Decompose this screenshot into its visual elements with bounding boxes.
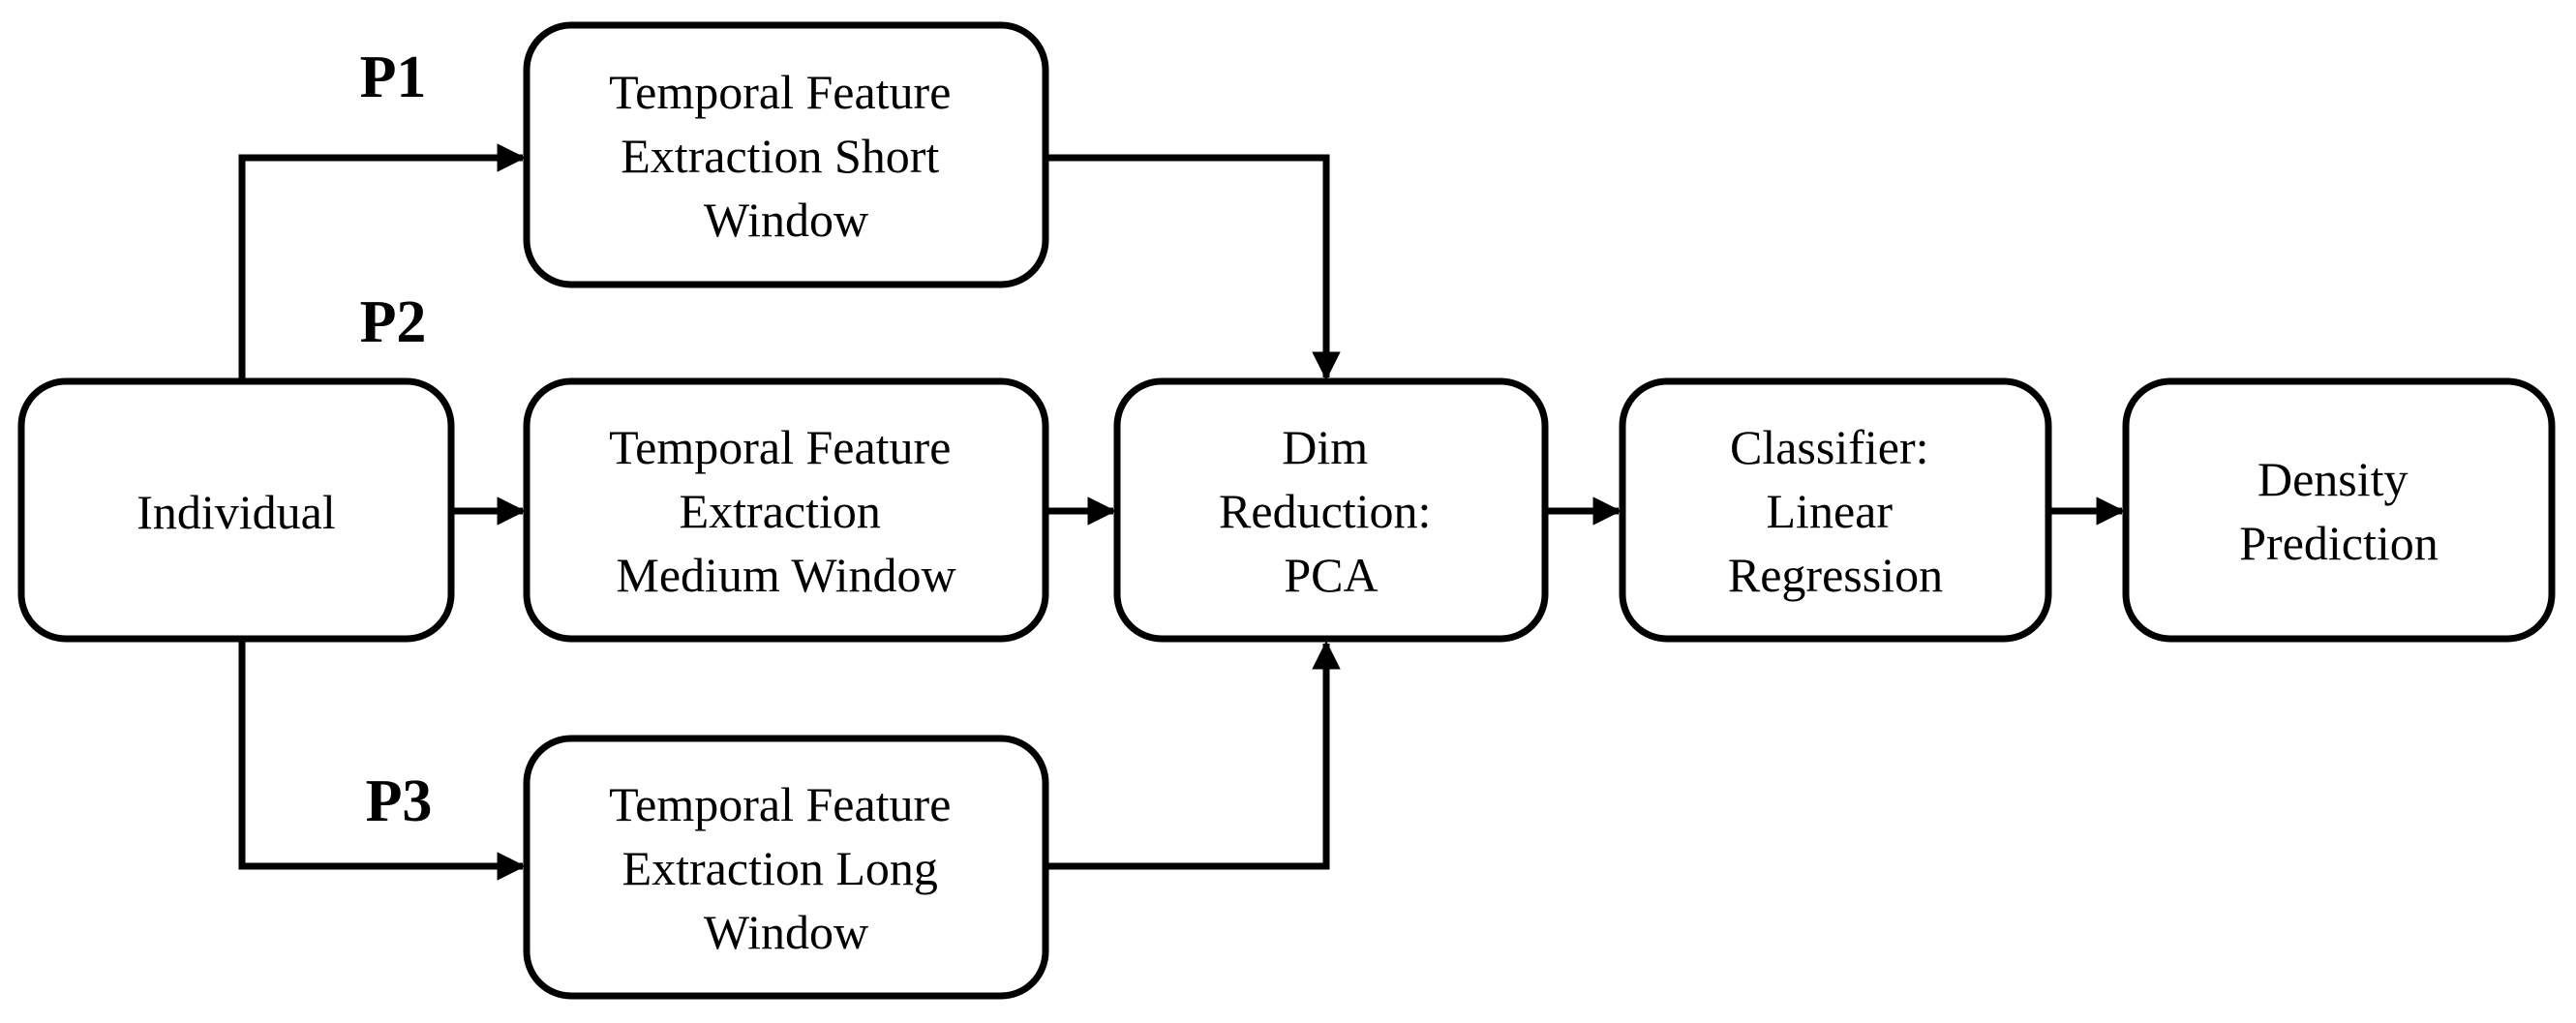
node-label: Temporal Feature Extraction Long Window xyxy=(609,777,963,959)
edges xyxy=(238,143,2125,881)
edge-individual-to-short-window xyxy=(238,143,526,379)
path-label-p2: P2 xyxy=(360,289,427,355)
node-label: Dim Reduction: PCA xyxy=(1219,420,1443,602)
node-density-prediction: Density Prediction xyxy=(2122,377,2556,643)
node-label: Temporal Feature Extraction Short Window xyxy=(609,65,963,247)
node-label: Temporal Feature Extraction Medium Windo… xyxy=(609,420,963,602)
path-label-p1: P1 xyxy=(360,45,427,110)
node-label: Individual xyxy=(136,485,336,539)
node-temporal-feature-short-window: Temporal Feature Extraction Short Window xyxy=(523,21,1049,288)
edge-short-window-to-dim-reduction xyxy=(1047,154,1341,380)
edge-long-window-to-dim-reduction xyxy=(1047,641,1341,870)
node-dim-reduction-pca: Dim Reduction: PCA xyxy=(1113,377,1549,643)
node-individual: Individual xyxy=(17,377,455,643)
path-label-p3: P3 xyxy=(366,768,433,834)
node-temporal-feature-long-window: Temporal Feature Extraction Long Window xyxy=(523,735,1049,1000)
node-temporal-feature-medium-window: Temporal Feature Extraction Medium Windo… xyxy=(523,377,1049,643)
node-label: Density Prediction xyxy=(2239,452,2439,570)
node-label: Classifier: Linear Regression xyxy=(1728,420,1943,602)
edge-individual-to-long-window xyxy=(238,642,526,881)
node-classifier-linear-regression: Classifier: Linear Regression xyxy=(1619,377,2052,643)
